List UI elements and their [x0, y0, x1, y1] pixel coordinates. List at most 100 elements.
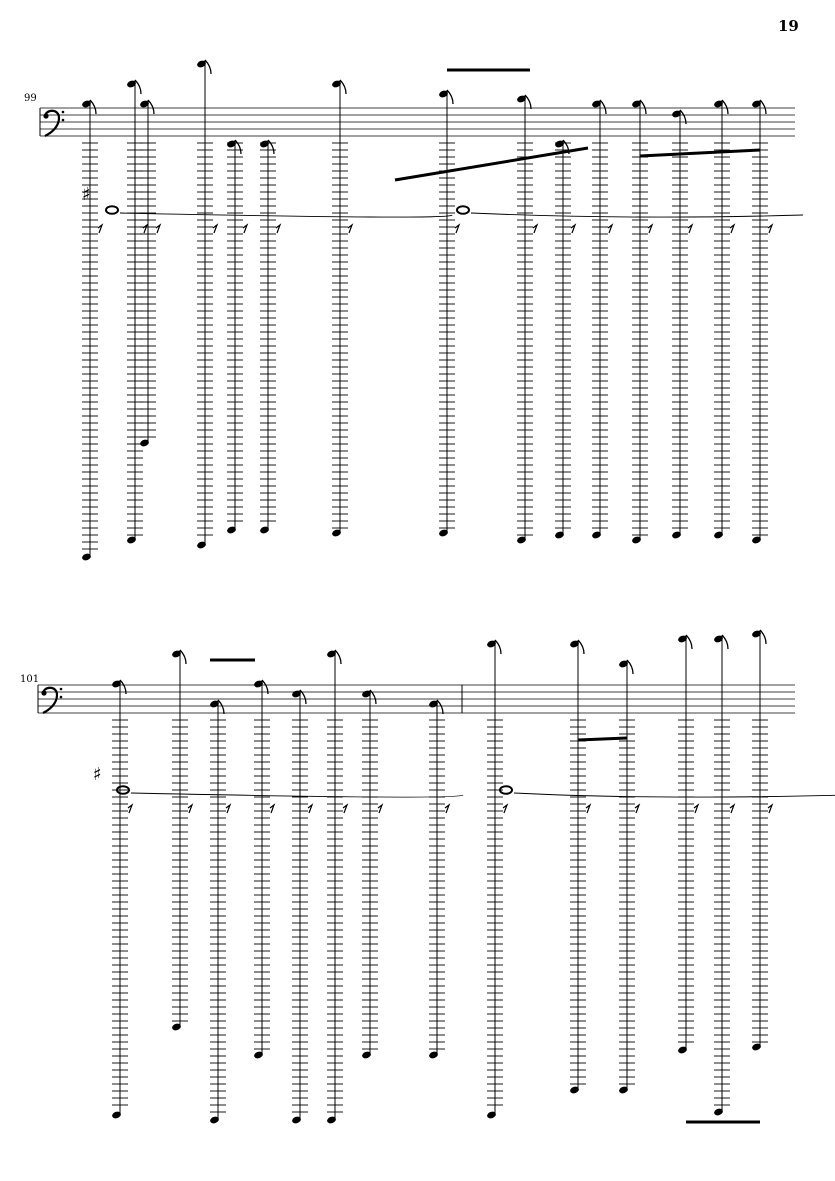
notehead	[517, 536, 526, 544]
rest-icon	[242, 223, 249, 234]
notehead	[172, 1023, 181, 1031]
rest-icon	[155, 223, 162, 234]
whole-note	[116, 785, 130, 795]
rest-icon	[687, 223, 694, 234]
notehead	[555, 140, 564, 148]
tie	[470, 212, 804, 218]
note-flag	[599, 99, 607, 115]
rest-icon	[97, 223, 104, 234]
rest-icon	[444, 803, 451, 814]
note-flag	[119, 679, 127, 695]
rest-icon	[377, 803, 384, 814]
notehead	[332, 80, 341, 88]
note-flag	[759, 99, 767, 115]
system-2: 101 ♯	[20, 629, 835, 1124]
note-flag	[369, 689, 377, 705]
page-number: 19	[778, 17, 799, 35]
note-flag	[299, 689, 307, 705]
notehead	[752, 630, 761, 638]
notehead	[439, 90, 448, 98]
rest-icon	[212, 223, 219, 234]
notehead	[227, 526, 236, 534]
notehead	[672, 531, 681, 539]
rest-icon	[607, 223, 614, 234]
note-flag	[524, 94, 532, 110]
rest-icon	[647, 223, 654, 234]
rest-icon	[767, 803, 774, 814]
system-1: 99 ♯	[24, 59, 804, 561]
notehead	[714, 1108, 723, 1116]
note-flag	[679, 109, 687, 125]
rest-icon	[225, 803, 232, 814]
note-flag	[436, 699, 444, 715]
bass-clef-icon	[41, 686, 59, 714]
note-flag	[446, 89, 454, 105]
note-flag	[261, 679, 269, 695]
notehead	[227, 140, 236, 148]
bass-clef-dot	[59, 695, 63, 699]
notehead	[672, 110, 681, 118]
notehead	[632, 536, 641, 544]
note-flag	[721, 99, 729, 115]
rest-icon	[634, 803, 641, 814]
note-flag	[134, 79, 142, 95]
notehead	[714, 100, 723, 108]
rest-icon	[187, 803, 194, 814]
note-flag	[217, 699, 225, 715]
bass-clef-dot	[61, 110, 65, 114]
notehead	[487, 640, 496, 648]
notehead	[197, 60, 206, 68]
notehead	[678, 635, 687, 643]
rest-icon	[307, 803, 314, 814]
note-flag	[759, 629, 767, 645]
notehead	[429, 1051, 438, 1059]
notehead	[140, 100, 149, 108]
notehead	[292, 1116, 301, 1124]
notehead	[327, 1116, 336, 1124]
rest-icon	[342, 803, 349, 814]
rest-icon	[532, 223, 539, 234]
notehead	[127, 536, 136, 544]
beam	[639, 148, 761, 158]
notehead	[714, 531, 723, 539]
notehead	[570, 1086, 579, 1094]
rest-icon	[127, 803, 134, 814]
notehead	[292, 690, 301, 698]
notehead	[197, 541, 206, 549]
notehead	[362, 1051, 371, 1059]
notehead	[140, 439, 149, 447]
note-flag	[721, 634, 729, 650]
notehead	[260, 526, 269, 534]
note-flag	[179, 649, 187, 665]
rest-icon	[693, 803, 700, 814]
notehead	[487, 1111, 496, 1119]
tie	[119, 212, 453, 218]
beam	[577, 736, 628, 742]
bass-clef-icon	[43, 109, 61, 137]
notehead	[112, 1111, 121, 1119]
notehead	[254, 1051, 263, 1059]
bass-clef-dot	[61, 118, 65, 122]
bass-clef-icon	[41, 690, 47, 696]
tie	[513, 792, 835, 798]
note-flag	[577, 639, 585, 655]
rest-icon	[454, 223, 461, 234]
notehead	[632, 100, 641, 108]
note-flag	[494, 639, 502, 655]
notehead	[260, 140, 269, 148]
sharp-icon: ♯	[93, 764, 102, 785]
notehead	[332, 529, 341, 537]
notehead	[714, 635, 723, 643]
rest-icon	[275, 223, 282, 234]
bass-clef-dot	[59, 687, 63, 691]
rest-icon	[729, 803, 736, 814]
note-flag	[89, 99, 97, 115]
note-flag	[204, 59, 212, 75]
note-flag	[147, 99, 155, 115]
notehead	[619, 1086, 628, 1094]
note-flag	[267, 139, 275, 155]
notehead	[570, 640, 579, 648]
note-flag	[626, 659, 634, 675]
notehead	[752, 100, 761, 108]
